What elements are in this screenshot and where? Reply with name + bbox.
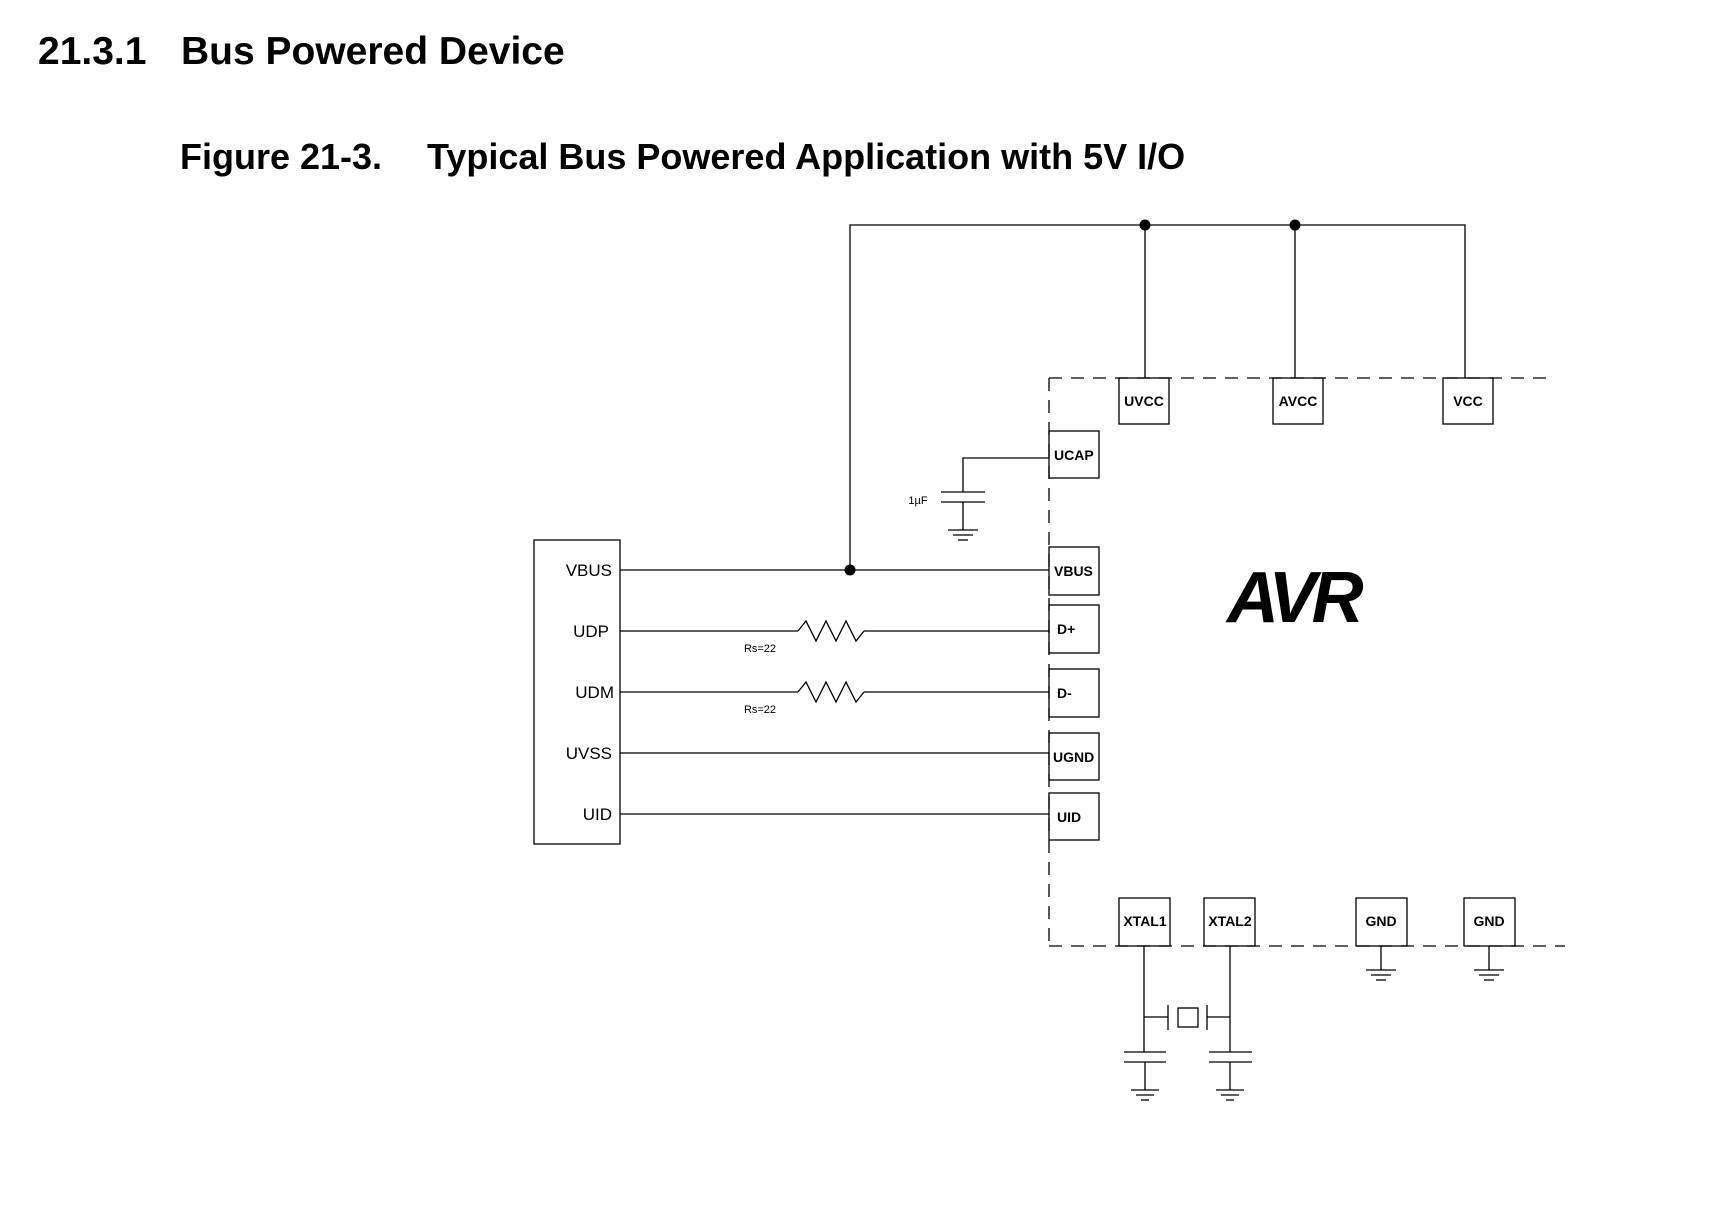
section-title: Bus Powered Device <box>181 30 565 73</box>
pin-vbus-label: VBUS <box>1054 563 1093 579</box>
pin-uid <box>1048 792 1100 841</box>
udm-wire <box>620 680 1049 704</box>
pin-ucap <box>1048 430 1100 479</box>
pin-dminus-label: D- <box>1057 685 1072 701</box>
pin-ugnd-label: UGND <box>1053 749 1094 765</box>
pin-dplus <box>1048 604 1100 654</box>
pin-uvcc-label: UVCC <box>1124 393 1164 409</box>
usb-pin-uid-label: UID <box>583 805 612 824</box>
pin-dplus-label: D+ <box>1057 621 1075 637</box>
usb-pin-vbus-label: VBUS <box>566 561 612 580</box>
gnd2-ground-symbol <box>1474 946 1504 981</box>
pin-vcc-label: VCC <box>1453 393 1483 409</box>
power-rail <box>849 224 1466 566</box>
pin-avcc-label: AVCC <box>1279 393 1318 409</box>
pin-vcc <box>1442 377 1494 425</box>
figure-title: Typical Bus Powered Application with 5V … <box>427 136 1186 177</box>
avr-logo: AVR <box>1225 558 1364 638</box>
section-heading: 21.3.1 Bus Powered Device <box>38 30 565 74</box>
pin-uid-label: UID <box>1057 809 1081 825</box>
ucap-capacitor <box>941 457 1049 541</box>
pin-xtal1-label: XTAL1 <box>1123 913 1167 929</box>
gnd1-ground-symbol <box>1366 946 1396 981</box>
avr-chip-boundary <box>1048 377 1565 947</box>
pin-uvcc <box>1118 377 1170 425</box>
usb-pin-udp-label: UDP <box>573 622 609 641</box>
junction-dots <box>844 219 1301 576</box>
pin-avcc <box>1272 377 1324 425</box>
usb-pin-uvss-label: UVSS <box>566 744 612 763</box>
udm-resistor-label: Rs=22 <box>744 704 776 716</box>
section-number: 21.3.1 <box>38 30 147 73</box>
udp-resistor-label: Rs=22 <box>744 643 776 655</box>
pin-xtal2-label: XTAL2 <box>1208 913 1252 929</box>
ucap-capacitor-label: 1µF <box>908 495 927 507</box>
crystal-circuit <box>1124 946 1252 1101</box>
pin-dminus <box>1048 668 1100 718</box>
pin-gnd1-label: GND <box>1365 913 1396 929</box>
figure-caption: Figure 21-3. Typical Bus Powered Applicat… <box>180 136 1185 178</box>
pin-vbus <box>1048 546 1100 596</box>
pin-ugnd <box>1048 732 1100 781</box>
pin-ucap-label: UCAP <box>1054 447 1094 463</box>
pin-gnd2-label: GND <box>1473 913 1504 929</box>
figure-number: Figure 21-3. <box>180 136 383 177</box>
usb-pin-udm-label: UDM <box>575 683 614 702</box>
udp-wire <box>620 619 1049 643</box>
